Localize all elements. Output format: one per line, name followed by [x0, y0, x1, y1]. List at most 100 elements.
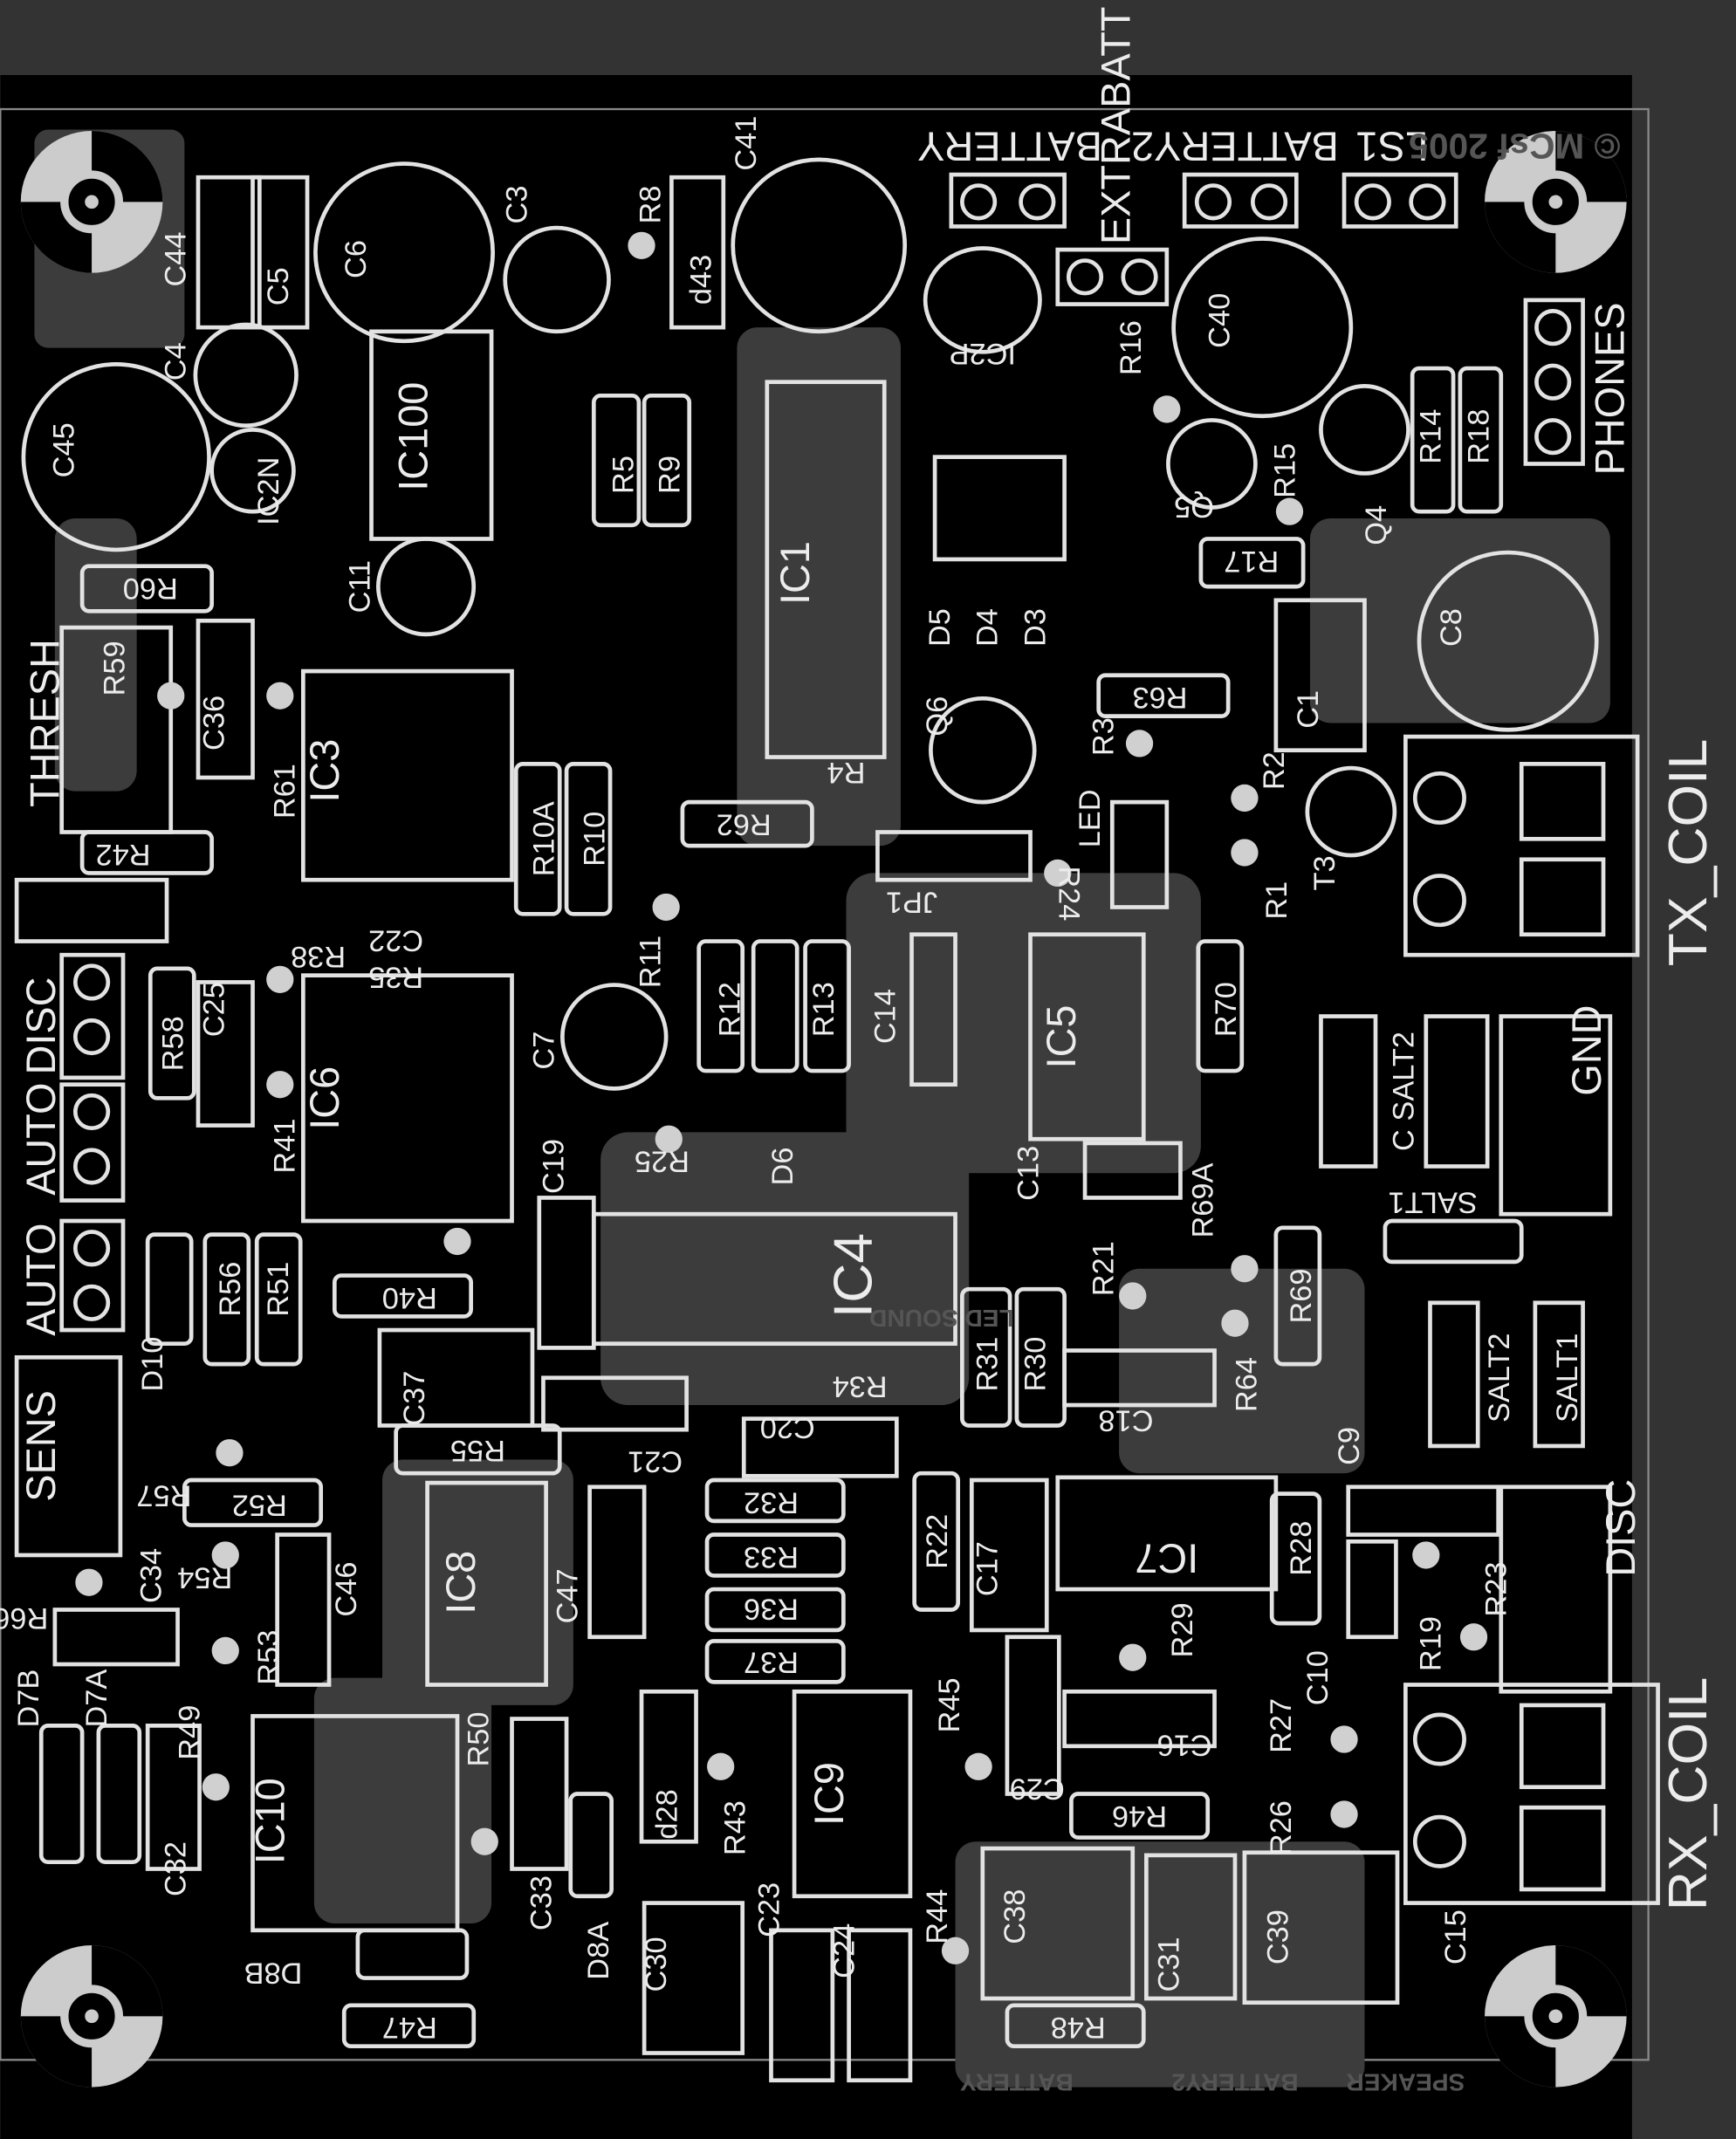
component-label-d8a: D8A: [582, 1922, 615, 1980]
connector-labels: BATTERY EXTRABATT BATTERY2 LS1 © MCsf 20…: [18, 7, 1719, 2096]
component-label-ic9: IC9: [806, 1762, 852, 1826]
label-auto-2: AUTO: [18, 1224, 64, 1336]
label-salt1-top: SALT1: [1388, 1185, 1478, 1218]
copyright: © MCsf 2005: [1409, 126, 1620, 166]
component-label-r3: R3: [1088, 717, 1121, 756]
component-label-r35: R35: [368, 961, 423, 994]
component-label-r32: R32: [744, 1485, 799, 1519]
component-label-q5: Q5: [1174, 490, 1214, 523]
component-label-ic3: IC3: [302, 739, 347, 803]
label-salt2: SALT2: [1483, 1333, 1516, 1423]
component-label-c9: C9: [1333, 1427, 1366, 1465]
component-label-c22: C22: [368, 923, 423, 956]
component-label-r5: R5: [607, 456, 640, 494]
component-label-r51: R51: [262, 1262, 295, 1317]
component-label-r9: R9: [653, 456, 686, 494]
component-label-r31: R31: [971, 1337, 1005, 1392]
component-label-c19: C19: [538, 1139, 571, 1194]
component-label-r69: R69: [1285, 1268, 1318, 1323]
component-label-c17: C17: [971, 1541, 1005, 1596]
label-salt1: SALT1: [1551, 1333, 1584, 1423]
mounting-holes: [20, 131, 1627, 2088]
component-label-r38: R38: [291, 940, 346, 973]
component-label-c38: C38: [998, 1889, 1032, 1944]
component-label-r17: R17: [1224, 545, 1279, 578]
component-label-r13: R13: [807, 982, 841, 1037]
component-label-r55: R55: [450, 1434, 505, 1467]
component-label-q4: Q4: [1360, 505, 1393, 545]
component-label-r12: R12: [713, 982, 746, 1037]
component-label-ic4: IC4: [823, 1233, 884, 1318]
component-label-r34: R34: [833, 1370, 888, 1403]
component-label-r4: R4: [827, 756, 866, 789]
component-label-c46: C46: [330, 1562, 363, 1617]
component-label-r24: R24: [1053, 866, 1086, 921]
component-label-r48: R48: [1051, 2011, 1106, 2044]
component-label-ic100: IC100: [390, 382, 436, 491]
bottom-label-battery2: BATTERY2: [1171, 2068, 1298, 2095]
component-label-r37: R37: [744, 1645, 799, 1678]
component-label-r60: R60: [123, 572, 178, 605]
component-label-c45: C45: [47, 422, 80, 477]
component-label-q6: Q6: [921, 696, 954, 737]
component-label-d10: D10: [136, 1337, 169, 1392]
component-label-d3: D3: [1019, 608, 1052, 647]
component-label-c20: C20: [760, 1410, 815, 1443]
component-label-c40: C40: [1203, 293, 1236, 348]
component-label-d6: D6: [766, 1148, 799, 1186]
component-label-c44: C44: [160, 231, 193, 286]
screw-terminals: [59, 172, 1660, 1905]
pads: [75, 231, 1488, 1964]
mounting-hole-icon: [20, 131, 163, 273]
label-battery: BATTERY: [917, 124, 1102, 169]
component-label-c23: C23: [753, 1882, 786, 1937]
component-label-r47: R47: [382, 2011, 437, 2044]
component-label-r21: R21: [1088, 1241, 1121, 1296]
label-jp1: JP1: [886, 886, 937, 919]
component-label-c1: C1: [1292, 690, 1325, 729]
component-label-r64: R64: [1231, 1357, 1264, 1412]
label-tx-coil: TX_COIL: [1657, 739, 1719, 967]
component-label-ic8: IC8: [438, 1551, 484, 1615]
component-label-c25: C25: [197, 982, 230, 1037]
component-label-d7a: D7A: [80, 1669, 113, 1728]
bottom-label-speaker: SPEAKER: [1346, 2068, 1465, 2095]
component-label-r44: R44: [921, 1889, 954, 1944]
component-label-r25: R25: [635, 1145, 690, 1178]
label-gnd: GND: [1564, 1005, 1609, 1096]
component-label-r18: R18: [1462, 409, 1495, 464]
component-label-r16: R16: [1115, 320, 1148, 375]
component-label-r2: R2: [1258, 751, 1291, 790]
component-label-c14: C14: [868, 989, 902, 1044]
component-label-c13: C13: [1012, 1146, 1046, 1201]
component-label-r1: R1: [1260, 881, 1293, 920]
component-label-ic10: IC10: [247, 1778, 292, 1864]
label-auto-1: AUTO: [18, 1083, 64, 1196]
label-sens: SENS: [18, 1390, 64, 1502]
label-extrabatt: EXTRABATT: [1094, 7, 1139, 245]
component-label-r15: R15: [1268, 443, 1301, 498]
component-label-r50: R50: [463, 1711, 496, 1766]
component-label-c32: C32: [160, 1841, 193, 1896]
component-label-ic6: IC6: [302, 1066, 347, 1130]
component-label-r58: R58: [157, 1016, 190, 1071]
component-label-c37: C37: [398, 1371, 431, 1426]
component-label-r42: R42: [95, 838, 150, 871]
label-thresh: THRESH: [22, 639, 67, 807]
component-label-d5: D5: [923, 608, 957, 647]
component-label-c7: C7: [528, 1032, 561, 1070]
component-label-r49: R49: [173, 1705, 206, 1760]
component-label-r19: R19: [1415, 1616, 1448, 1671]
component-label-c30: C30: [640, 1937, 673, 1992]
label-c-salt2: C SALT2: [1387, 1032, 1420, 1151]
component-label-r43: R43: [719, 1800, 752, 1855]
component-label-c47: C47: [551, 1568, 584, 1623]
component-label-c11: C11: [344, 560, 377, 614]
component-label-r36: R36: [744, 1592, 799, 1625]
bottom-label-battery: BATTERY: [960, 2068, 1074, 2095]
mounting-hole-icon: [1485, 131, 1627, 273]
component-label-ic1: IC1: [772, 541, 818, 605]
component-label-r66: R66: [0, 1601, 48, 1635]
component-label-ic5: IC5: [1039, 1005, 1084, 1069]
